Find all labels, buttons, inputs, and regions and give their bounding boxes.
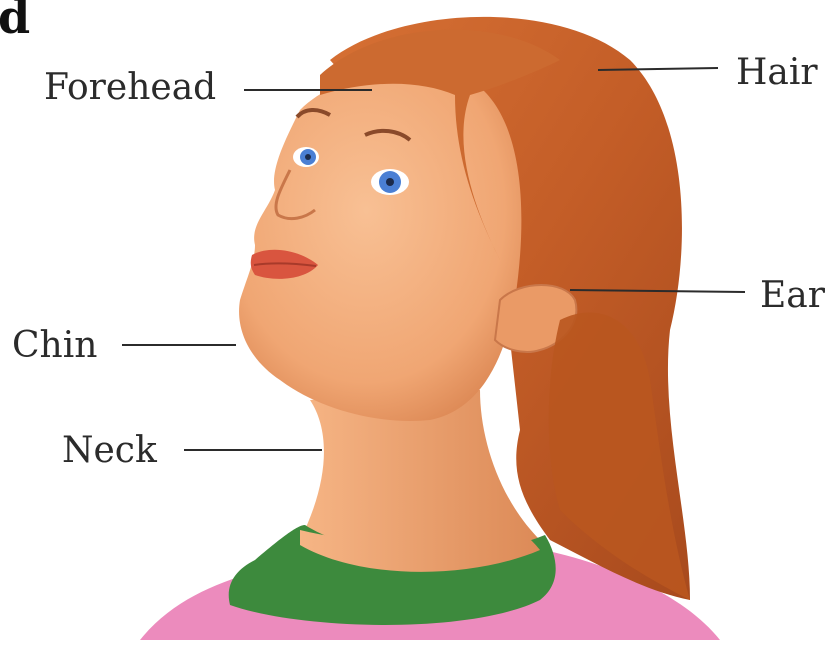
label-forehead: Forehead bbox=[44, 70, 216, 106]
label-ear: Ear bbox=[760, 278, 825, 314]
label-neck: Neck bbox=[62, 433, 157, 469]
figure-letter: d bbox=[0, 0, 30, 40]
label-hair: Hair bbox=[736, 55, 818, 91]
face bbox=[239, 70, 521, 421]
label-chin: Chin bbox=[12, 328, 97, 364]
